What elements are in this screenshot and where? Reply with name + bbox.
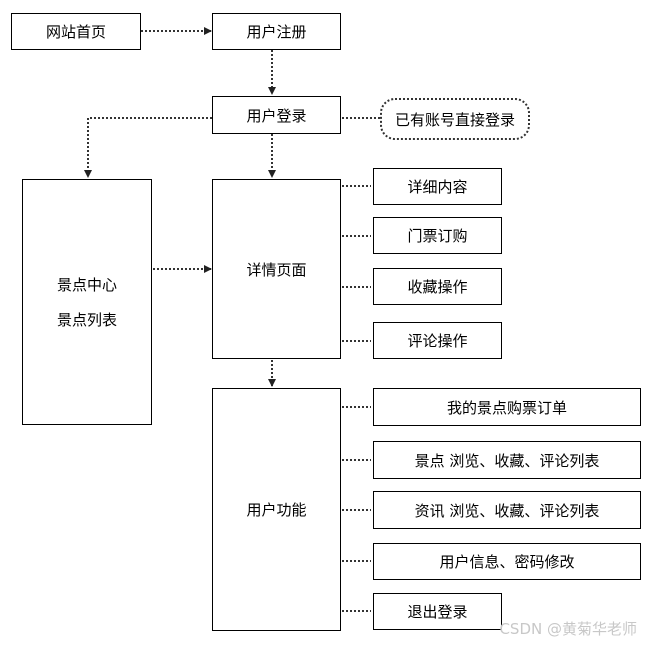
watermark: CSDN @黄菊华老师: [499, 620, 637, 638]
scenic-list-label: 景点列表: [56, 311, 117, 329]
login-note-text: 已有账号直接登录: [394, 110, 515, 129]
callout-outline: [380, 98, 530, 140]
function-item-scenic-lists: 景点 浏览、收藏、评论列表: [373, 441, 641, 479]
function-item-logout: 退出登录: [373, 593, 502, 630]
scenic-center-label: 景点中心: [56, 276, 117, 294]
detail-item-content: 详细内容: [373, 168, 502, 205]
arrow-login-to-center: [84, 117, 212, 178]
node-register: 用户注册: [212, 13, 341, 50]
function-item-profile: 用户信息、密码修改: [373, 543, 641, 580]
node-detail-page: 详情页面: [212, 179, 341, 359]
node-login: 用户登录: [212, 96, 341, 134]
function-item-news-lists: 资讯 浏览、收藏、评论列表: [373, 491, 641, 529]
detail-item-favorite: 收藏操作: [373, 268, 502, 305]
node-home: 网站首页: [11, 13, 141, 50]
detail-item-ticket: 门票订购: [373, 217, 502, 254]
function-item-orders: 我的景点购票订单: [373, 388, 641, 426]
login-note-callout: 已有账号直接登录: [379, 97, 531, 141]
node-scenic-center: 景点中心 景点列表: [22, 179, 152, 425]
detail-item-comment: 评论操作: [373, 322, 502, 359]
node-user-functions: 用户功能: [212, 388, 341, 631]
